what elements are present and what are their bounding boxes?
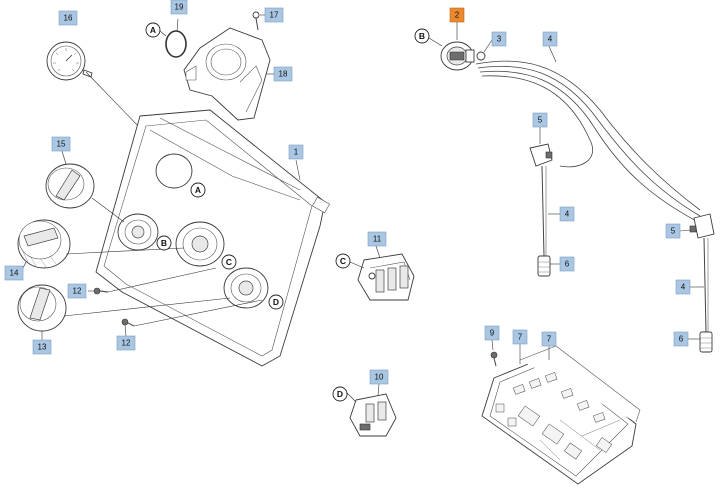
callout-4-center: 4 <box>559 206 575 222</box>
part-7-circuit-board <box>481 345 641 485</box>
svg-text:5: 5 <box>671 227 676 236</box>
callout-11: 11 <box>367 231 387 247</box>
svg-text:12: 12 <box>122 339 131 348</box>
callout-5-center: 5 <box>532 112 548 128</box>
callout-15: 15 <box>51 136 71 152</box>
letter-d-switch: D <box>332 386 348 402</box>
svg-text:14: 14 <box>10 269 19 278</box>
part-15-knob <box>45 163 95 209</box>
svg-text:17: 17 <box>270 11 279 20</box>
part-19-o-ring <box>165 30 187 58</box>
svg-text:B: B <box>419 31 425 41</box>
callout-12-lower: 12 <box>116 335 136 351</box>
letter-b-switch: B <box>414 28 430 44</box>
svg-text:1: 1 <box>294 148 299 157</box>
callout-4-top: 4 <box>542 31 558 47</box>
svg-text:6: 6 <box>679 335 684 344</box>
part-17-screw <box>252 11 260 31</box>
callout-17: 17 <box>264 7 284 23</box>
svg-text:A: A <box>195 185 201 195</box>
svg-text:3: 3 <box>497 35 502 44</box>
callout-10: 10 <box>369 369 389 385</box>
svg-text:18: 18 <box>279 70 288 79</box>
letter-b-panel: B <box>156 235 172 251</box>
svg-text:16: 16 <box>64 14 73 23</box>
svg-text:2: 2 <box>455 11 460 20</box>
part-9-board-screw <box>490 351 498 367</box>
svg-text:6: 6 <box>565 260 570 269</box>
part-6-sensor-probe-b <box>699 331 713 353</box>
svg-text:4: 4 <box>681 283 686 292</box>
letter-a-panel: A <box>190 182 206 198</box>
letter-c-switch-block: C <box>335 253 351 269</box>
svg-text:4: 4 <box>548 35 553 44</box>
callout-7-left: 7 <box>512 329 528 345</box>
part-14-selector-knob <box>17 219 71 269</box>
part-12-screw-a <box>93 287 109 295</box>
part-5-sensor-connector-a <box>529 143 553 167</box>
callout-2-highlighted: 2 <box>449 7 465 23</box>
callout-14: 14 <box>4 265 24 281</box>
svg-text:19: 19 <box>175 3 184 12</box>
svg-text:12: 12 <box>73 287 82 296</box>
part-12-screw-b <box>121 318 135 327</box>
part-3-washer <box>476 51 486 61</box>
callout-6-center: 6 <box>559 256 575 272</box>
svg-text:7: 7 <box>547 335 552 344</box>
part-5-sensor-connector-b <box>689 213 715 239</box>
svg-text:D: D <box>337 389 343 399</box>
svg-text:15: 15 <box>57 140 66 149</box>
svg-text:C: C <box>340 256 346 266</box>
part-11-switch-block <box>357 253 415 301</box>
part-4-capillary-tubes <box>475 60 701 223</box>
part-16-thermometer-gauge <box>46 41 93 81</box>
svg-text:13: 13 <box>38 343 47 352</box>
part-18-instrument-housing <box>183 27 271 121</box>
callout-19: 19 <box>170 0 188 15</box>
callout-5-right: 5 <box>665 223 681 239</box>
callout-18: 18 <box>273 66 293 82</box>
svg-text:A: A <box>150 25 156 35</box>
svg-text:C: C <box>226 257 232 267</box>
svg-text:7: 7 <box>518 333 523 342</box>
svg-text:5: 5 <box>538 116 543 125</box>
svg-text:B: B <box>161 238 167 248</box>
part-2-rotary-switch <box>440 41 475 71</box>
callout-13: 13 <box>32 339 52 355</box>
callout-12-upper: 12 <box>67 283 87 299</box>
part-1-control-panel <box>95 109 330 367</box>
part-13-knob <box>17 284 67 332</box>
letter-a-housing: A <box>145 22 161 38</box>
callout-3: 3 <box>491 31 507 47</box>
callout-1: 1 <box>288 144 304 160</box>
svg-text:9: 9 <box>490 329 495 338</box>
callout-4-right: 4 <box>675 279 691 295</box>
part-6-sensor-probe-a <box>537 255 551 277</box>
svg-text:D: D <box>273 297 279 307</box>
letter-d-panel: D <box>268 294 284 310</box>
svg-text:4: 4 <box>565 210 570 219</box>
part-10-switch <box>349 393 397 437</box>
callout-16: 16 <box>58 10 78 26</box>
svg-text:11: 11 <box>373 235 382 244</box>
callout-6-right: 6 <box>673 331 689 347</box>
svg-text:10: 10 <box>375 373 384 382</box>
letter-c-panel: C <box>221 254 237 270</box>
callout-9: 9 <box>484 325 500 341</box>
callout-7-right: 7 <box>541 331 557 347</box>
